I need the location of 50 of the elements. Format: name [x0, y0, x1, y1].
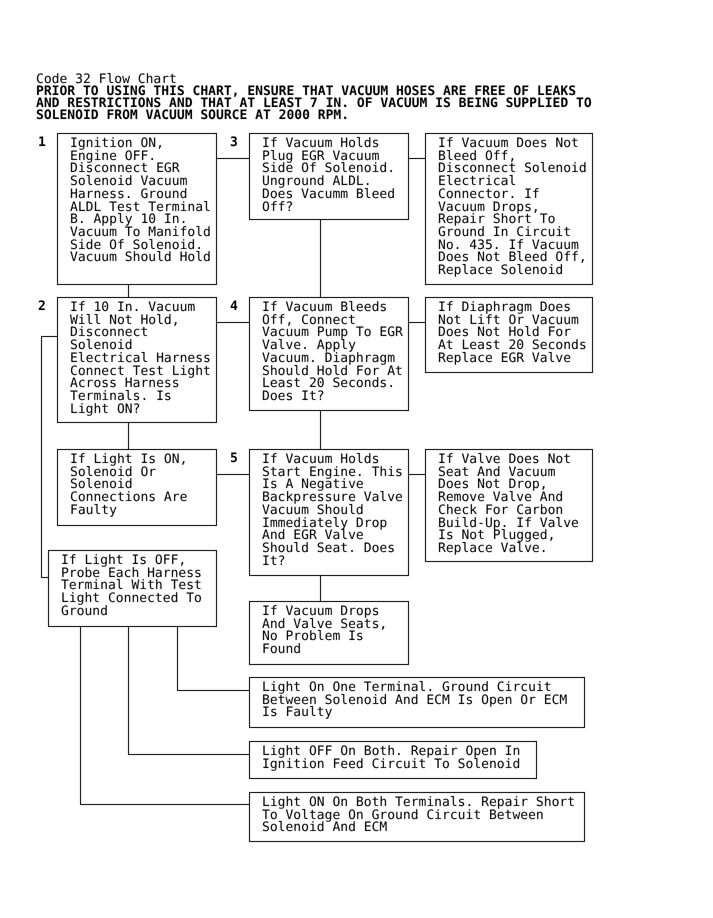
- step-text: If Valve Does Not Seat And Vacuum Does Not Drop, Remove Valve And Check For Carbon Build-Up. If Valve Is Not Plugged, Replace Valve.: [438, 454, 580, 556]
- step-text: Light ON On Both Terminals. Repair Short To Voltage On Ground Circuit Between Solenoid And ECM: [262, 797, 576, 836]
- step-box: [57, 297, 217, 423]
- connector-line: [128, 626, 250, 755]
- step-box: [425, 449, 593, 562]
- step-box: [249, 297, 409, 411]
- step-box: [425, 133, 593, 285]
- connector-line: [320, 220, 321, 298]
- connector-line: [80, 626, 250, 805]
- step-text: If Vacuum Drops And Valve Seats, No Problem Is Found: [262, 606, 388, 657]
- connector-line: [128, 422, 129, 450]
- step-box: [249, 133, 409, 220]
- warning-note: PRIOR TO USING THIS CHART, ENSURE THAT VACUUM HOSES ARE FREE OF LEAKS AND RESTRICTIONS AND THAT AT LEAST 7 IN. OF VACUUM IS BEING SUPPLIED TO SOLENOID FROM VACUUM SOURCE AT 2000 RPM.: [36, 86, 593, 122]
- step-box: [249, 792, 585, 842]
- step-box: [249, 449, 409, 576]
- step-text: Light On One Terminal. Ground Circuit Between Solenoid And ECM Is Open Or ECM Is Faulty: [262, 682, 568, 720]
- connector-line: [41, 336, 58, 578]
- step-number: 4: [230, 301, 238, 314]
- step-number: 5: [230, 453, 238, 466]
- connector-line: [320, 410, 321, 450]
- connector-line: [216, 158, 250, 159]
- step-box: [57, 449, 217, 526]
- step-number: 3: [230, 137, 238, 150]
- step-text: If Vacuum Holds Start Engine. This Is A Negative Backpressure Valve Vacuum Should Immediately Drop And EGR Valve Should Seat. Does It?: [262, 454, 404, 568]
- step-number: 2: [38, 301, 46, 314]
- step-text: If Vacuum Does Not Bleed Off, Disconnect Solenoid Electrical Connector. If Vacuum Drops, Repair Short To Ground In Circuit No. 435. If Vacuum Does Not Bleed Off, Replace Solenoid: [438, 138, 588, 278]
- connector-line: [408, 158, 426, 159]
- step-text: If Diaphragm Does Not Lift Or Vacuum Does Not Hold For At Least 20 Seconds Replace EGR Valve: [438, 302, 588, 366]
- step-box: [249, 677, 585, 728]
- step-text: Light OFF On Both. Repair Open In Ignition Feed Circuit To Solenoid: [262, 746, 522, 772]
- step-box: [425, 297, 593, 373]
- step-box: [48, 550, 217, 627]
- connector-line: [408, 474, 426, 475]
- step-text: If Vacuum Bleeds Off, Connect Vacuum Pump To EGR Valve. Apply Vacuum. Diaphragm Should Hold For At Least 20 Seconds. Does It?: [262, 302, 404, 404]
- step-box: [249, 601, 409, 665]
- step-number: 1: [38, 137, 46, 150]
- connector-line: [216, 474, 250, 475]
- step-box: [57, 133, 217, 285]
- connector-line: [216, 322, 250, 323]
- chart-title: Code 32 Flow Chart: [36, 74, 177, 86]
- step-box: [249, 741, 537, 779]
- connector-line: [320, 576, 321, 602]
- connector-line: [177, 626, 250, 691]
- step-text: If 10 In. Vacuum Will Not Hold, Disconnect Solenoid Electrical Harness Connect Test Light Across Harness Terminals. Is Light ON?: [70, 302, 212, 416]
- connector-line: [408, 322, 426, 323]
- step-text: If Light Is ON, Solenoid Or Solenoid Connections Are Faulty: [70, 454, 188, 518]
- connector-line: [128, 284, 129, 298]
- step-text: If Light Is OFF, Probe Each Harness Terminal With Test Light Connected To Ground: [61, 555, 203, 619]
- step-text: Ignition ON, Engine OFF. Disconnect EGR Solenoid Vacuum Harness. Ground ALDL Test Terminal B. Apply 10 In. Vacuum To Manifold Side Of Solenoid. Vacuum Should Hold: [70, 138, 212, 266]
- step-text: If Vacuum Holds Plug EGR Vacuum Side Of Solenoid. Unground ALDL. Does Vacumm Bleed Off?: [262, 138, 396, 214]
